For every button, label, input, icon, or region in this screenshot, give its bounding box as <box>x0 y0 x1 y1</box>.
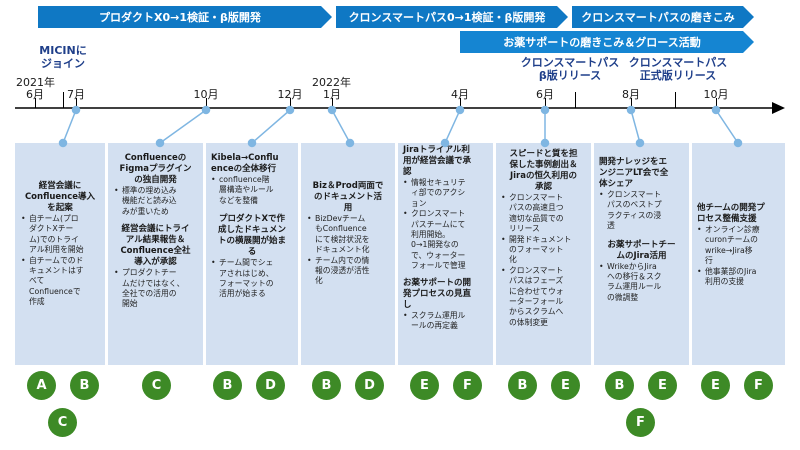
tag-circle-b: B <box>70 371 99 400</box>
panel-7-heading-1: 開発ナレッジをエンジニアLT会で全体シェア <box>599 157 669 189</box>
month-10-2021: 10月 <box>193 88 219 101</box>
tag-circle-b: B <box>213 371 242 400</box>
banner-okusuri: お薬サポートの磨きこみ＆グロース活動 <box>460 31 754 53</box>
panel-5-heading-2: お薬サポートの開発プロセスの見直し <box>403 277 472 310</box>
year-2021: 2021年 <box>16 76 55 89</box>
tag-circle-f: F <box>744 371 773 400</box>
milestone-kuron-beta-release: クロンスマートパス β版リリース <box>520 56 620 82</box>
tick-6-2022 <box>545 98 546 108</box>
tag-circle-d: D <box>355 371 384 400</box>
panel-8-heading: 他チームの開発プロセス整備支援 <box>697 203 765 224</box>
month-8-2022: 8月 <box>622 88 640 101</box>
tick-8-2022 <box>631 98 632 108</box>
month-7-2021: 7月 <box>67 88 85 101</box>
tick-4-2022 <box>460 98 461 108</box>
banner-kuron-beta: クロンスマートパス0→1検証・β版開発 <box>336 6 568 28</box>
tick-12-2021 <box>290 98 291 108</box>
tag-circle-f: F <box>626 408 655 437</box>
tag-circle-b: B <box>312 371 341 400</box>
tick-micin <box>63 92 64 108</box>
month-6-2021: 6月 <box>26 88 44 101</box>
month-6-2022: 6月 <box>536 88 554 101</box>
panel-4-heading: Biz＆Prod両面でのドキュメント活用 <box>312 181 384 213</box>
tag-circle-e: E <box>701 371 730 400</box>
month-10-2022: 10月 <box>703 88 729 101</box>
tick-official-release <box>675 92 676 108</box>
tag-circle-f: F <box>453 371 482 400</box>
panel-7-heading-2: お薬サポートチームのJira活用 <box>607 239 676 261</box>
panel-6-heading: スピードと質を担保した事例創出＆Jiraの恒久利用の承認 <box>509 149 578 192</box>
tick-1-2022 <box>332 98 333 108</box>
month-12-2021: 12月 <box>277 88 303 101</box>
month-4-2022: 4月 <box>451 88 469 101</box>
tick-10-2022 <box>716 98 717 108</box>
tick-beta-release <box>575 92 576 108</box>
tag-circle-e: E <box>648 371 677 400</box>
year-2022: 2022年 <box>312 76 351 89</box>
panel-5-heading-1: Jiraトライアル利用が経営会議で承認 <box>403 145 472 177</box>
month-1-2022: 1月 <box>323 88 341 101</box>
milestone-kuron-official-release: クロンスマートパス 正式版リリース <box>628 56 728 82</box>
tag-circle-b: B <box>508 371 537 400</box>
tick-10-2021 <box>206 98 207 108</box>
tag-circle-a: A <box>27 371 56 400</box>
tag-circle-e: E <box>410 371 439 400</box>
banner-kuron-polish: クロンスマートパスの磨きこみ <box>572 6 754 28</box>
tag-circle-c: C <box>142 371 171 400</box>
tag-circle-b: B <box>605 371 634 400</box>
milestone-micin-join: MICINに ジョイン <box>39 44 87 70</box>
tick-6-2021 <box>35 98 36 108</box>
tag-circle-c: C <box>48 408 77 437</box>
panel-2-heading-2: 経営会議にトライアル結果報告＆Confluence全社導入が承認 <box>120 224 191 268</box>
tag-circle-d: D <box>256 371 285 400</box>
tick-7-2021 <box>76 98 77 108</box>
banner-productx: プロダクトX0→1検証・β版開発 <box>38 6 332 28</box>
tag-circle-e: E <box>551 371 580 400</box>
panel-3-heading-2: プロダクトXで作成したドキュメントの横展開が始まる <box>217 214 286 258</box>
